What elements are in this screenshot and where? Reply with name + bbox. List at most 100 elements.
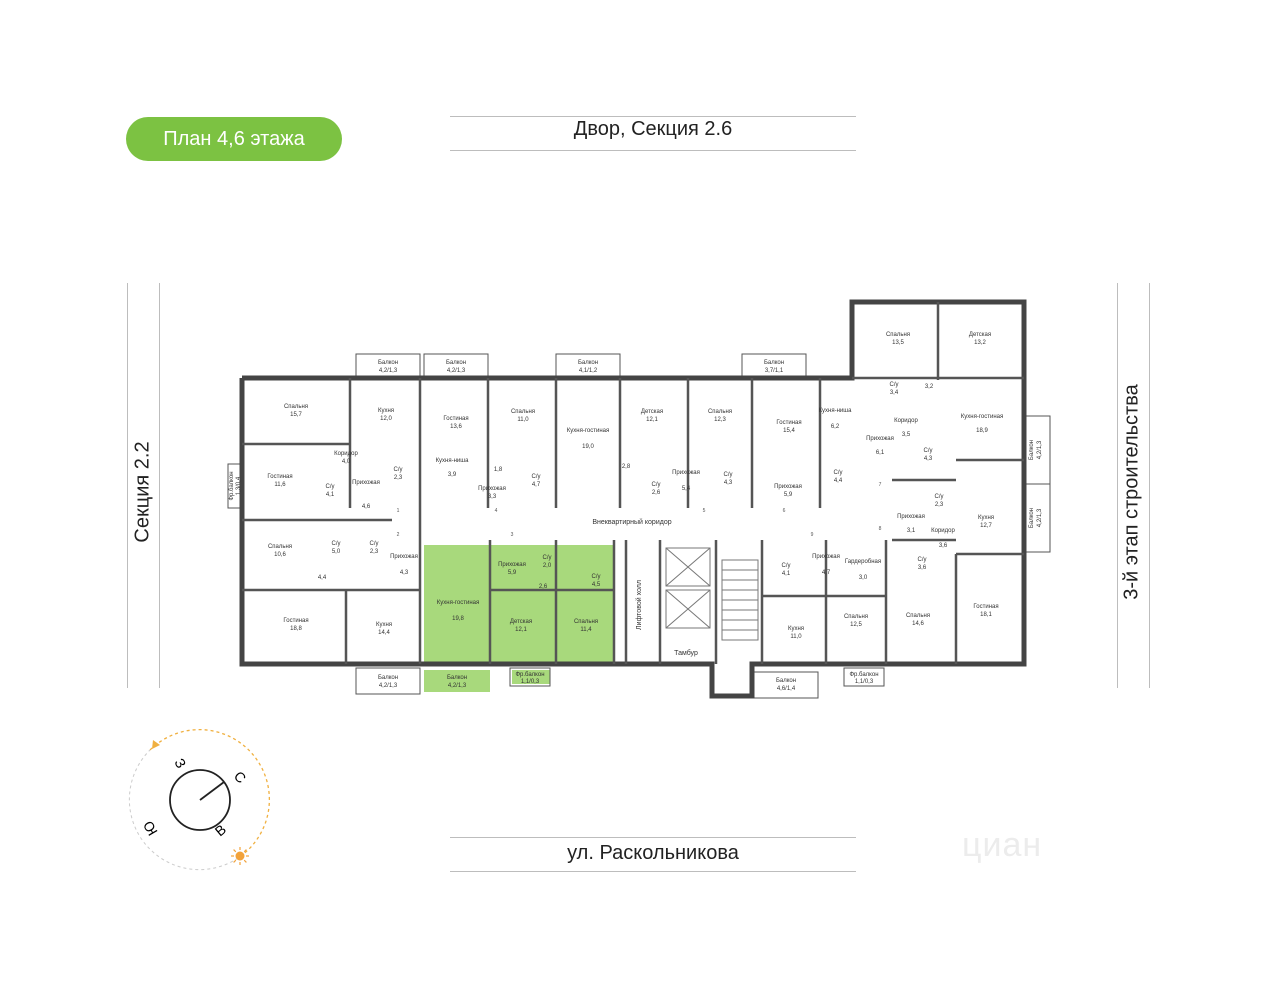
svg-text:4,2/1,3: 4,2/1,3: [379, 683, 398, 689]
svg-text:Детская: Детская: [641, 409, 663, 415]
door-number: 5: [703, 508, 706, 514]
svg-text:4,2/1,3: 4,2/1,3: [448, 683, 467, 689]
svg-text:4,5: 4,5: [592, 582, 601, 588]
svg-text:Коридор: Коридор: [334, 451, 358, 457]
svg-text:С/у: С/у: [394, 467, 403, 473]
svg-text:Прихожая: Прихожая: [774, 484, 802, 490]
svg-text:Балкон: Балкон: [776, 678, 796, 684]
balcony-outline-b8: [753, 671, 819, 699]
svg-text:3,0: 3,0: [859, 575, 868, 581]
svg-text:С/у: С/у: [592, 574, 601, 580]
svg-text:Спальня: Спальня: [511, 409, 535, 415]
svg-text:Балкон: Балкон: [1029, 508, 1035, 528]
svg-text:5,9: 5,9: [784, 492, 793, 498]
svg-text:2,3: 2,3: [935, 502, 944, 508]
right-rule-outer: [1117, 283, 1118, 688]
lift-hall-label: Лифтовой холл: [635, 580, 643, 630]
svg-text:4,4: 4,4: [834, 478, 843, 484]
svg-text:2,6: 2,6: [652, 490, 661, 496]
svg-text:12,0: 12,0: [380, 416, 392, 422]
room-r47: С/у3,6: [918, 557, 927, 571]
room-r37: Прихожая 5,9: [498, 562, 526, 576]
svg-text:3,9: 3,9: [448, 472, 457, 478]
compass-south: Ю: [140, 818, 161, 838]
svg-text:С/у: С/у: [652, 482, 661, 488]
svg-text:Балкон: Балкон: [447, 675, 467, 681]
svg-text:Балкон: Балкон: [378, 360, 398, 366]
room-r52: Коридор 3,6: [931, 528, 955, 549]
room-r15: С/у 2,3: [394, 467, 403, 481]
svg-text:С/у: С/у: [890, 382, 899, 388]
svg-text:13,5: 13,5: [892, 340, 904, 346]
highlighted-apartment-balcony: [424, 670, 490, 692]
svg-text:С/у: С/у: [543, 555, 552, 561]
svg-text:Кухня: Кухня: [978, 515, 994, 521]
area-a4: 2,6: [539, 584, 548, 590]
svg-text:3,6: 3,6: [918, 565, 927, 571]
top-rule-upper: [450, 116, 856, 117]
svg-text:С/у: С/у: [532, 474, 541, 480]
svg-text:Спальня: Спальня: [844, 614, 868, 620]
svg-text:Балкон: Балкон: [764, 360, 784, 366]
svg-text:Прихожая: Прихожая: [812, 554, 840, 560]
svg-text:11,6: 11,6: [274, 482, 286, 488]
svg-text:3,1: 3,1: [907, 528, 916, 534]
bottom-rule-lower: [450, 871, 856, 872]
svg-text:5,9: 5,9: [508, 570, 517, 576]
svg-text:С/у: С/у: [924, 448, 933, 454]
floor-badge: План 4,6 этажа: [126, 117, 342, 161]
svg-text:Прихожая: Прихожая: [478, 486, 506, 492]
room-r19: С/у 2,6: [652, 482, 661, 496]
svg-text:3,6: 3,6: [939, 543, 948, 549]
left-rule-outer: [127, 283, 128, 688]
room-r39: С/у 4,5: [592, 574, 601, 588]
svg-text:С/у: С/у: [782, 563, 791, 569]
svg-text:4,2/1,3: 4,2/1,3: [1037, 440, 1043, 459]
svg-text:4,1: 4,1: [782, 571, 791, 577]
svg-text:4,3: 4,3: [924, 456, 933, 462]
highlighted-apartment-french-balcony: [512, 670, 550, 684]
area-a1: 1,8: [494, 467, 503, 473]
svg-text:Коридор: Коридор: [894, 418, 918, 424]
svg-text:1,3/0,4: 1,3/0,4: [236, 476, 242, 495]
svg-text:Прихожая: Прихожая: [498, 562, 526, 568]
room-r28: С/у4,1: [326, 484, 335, 498]
balcony-outline-b7: [509, 667, 551, 687]
highlighted-apartment: [424, 545, 614, 662]
room-r27: С/у 4,3: [924, 448, 933, 462]
svg-text:Коридор: Коридор: [931, 528, 955, 534]
compass-orbit: [149, 728, 271, 859]
svg-text:2,3: 2,3: [370, 549, 379, 555]
balcony-outline-b4: [741, 353, 807, 379]
svg-text:Спальня: Спальня: [906, 613, 930, 619]
svg-text:Гостиная: Гостиная: [776, 420, 801, 426]
svg-text:4,2/1,3: 4,2/1,3: [1037, 508, 1043, 527]
lift-shaft-2: [665, 589, 711, 629]
svg-text:Фр.балкон: Фр.балкон: [229, 471, 235, 500]
svg-text:Прихожая: Прихожая: [390, 554, 418, 560]
svg-text:Кухня-ниша: Кухня-ниша: [819, 408, 853, 414]
svg-text:Детская: Детская: [510, 619, 532, 625]
svg-text:Кухня-гостиная: Кухня-гостиная: [437, 600, 479, 606]
svg-text:Прихожая: Прихожая: [866, 436, 894, 442]
svg-text:4,6/1,4: 4,6/1,4: [777, 686, 796, 692]
svg-text:2,3: 2,3: [394, 475, 403, 481]
svg-text:4,2/1,3: 4,2/1,3: [447, 368, 466, 374]
svg-text:15,4: 15,4: [783, 428, 795, 434]
svg-text:6,2: 6,2: [831, 424, 840, 430]
